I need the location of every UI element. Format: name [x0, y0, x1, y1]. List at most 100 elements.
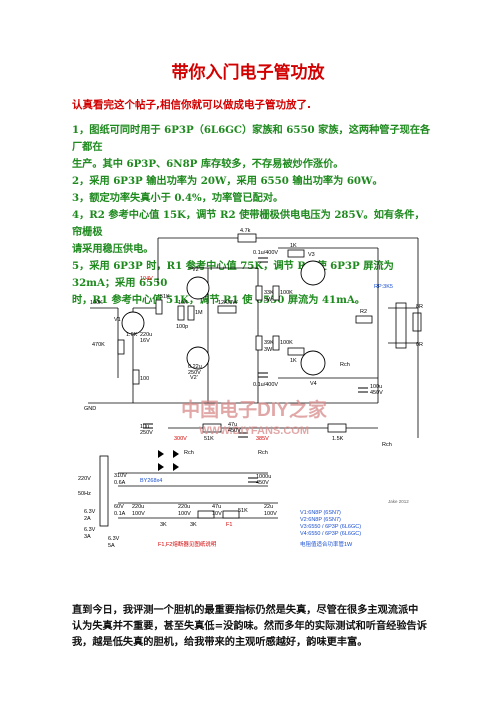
- page-title: 带你入门电子管功放: [171, 63, 325, 83]
- label: 3W: [264, 297, 273, 303]
- resistors: [117, 233, 373, 519]
- label: 3W: [264, 347, 273, 353]
- label: 0.1A: [114, 511, 126, 517]
- label: 1K: [290, 358, 297, 364]
- note-line: 时，R1 参考中心值 51K，调节 R1 使 6550 屏流为 41mA。: [72, 294, 365, 306]
- label: 10V: [212, 511, 222, 517]
- label: 12K/3W: [218, 300, 238, 306]
- label: 16V: [140, 338, 150, 344]
- label: V1: [114, 317, 121, 323]
- label: 0.22u: [188, 364, 202, 370]
- label: 2A: [84, 516, 91, 522]
- label: 1.6K: [126, 332, 138, 338]
- component-labels: 4.7k 104V V1 V2 V2' V3 V4 51K 10K 1M 100…: [78, 228, 423, 549]
- label: 450V: [370, 390, 383, 396]
- label: 50Hz: [78, 491, 91, 497]
- label: 8R: [416, 304, 423, 310]
- output-transformer: [395, 302, 407, 349]
- label: 450V: [256, 480, 269, 486]
- label: V2:6N8P (6SN7): [300, 517, 341, 523]
- label: V1:6N8P (6SN7): [300, 510, 341, 516]
- watermark-url: WWW.DIYFANS.COM: [199, 425, 309, 437]
- label: 100V: [264, 511, 277, 517]
- note-line: 2，采用 6P3P 输出功率为 20W，采用 6550 输出功率为 60W。: [72, 175, 383, 187]
- label: 0.1u/400V: [253, 250, 278, 256]
- label: Rch: [258, 450, 268, 456]
- label: V4: [310, 381, 317, 387]
- label: V2': [190, 375, 198, 381]
- label: 10u: [140, 424, 149, 430]
- label: 220V: [78, 476, 91, 482]
- label: 220u: [132, 504, 144, 510]
- label: GND: [84, 406, 96, 412]
- label: F1: [226, 522, 232, 528]
- label: 电阻值适合功率管1W: [300, 540, 353, 548]
- note-line: 生产。其中 6P3P、6N8P 库存较多，不存易被炒作涨价。: [72, 158, 344, 170]
- label: V3:6550 / 6P3P (6L6GC): [300, 524, 361, 530]
- label: 4.7k: [240, 228, 251, 234]
- label: 100u: [370, 384, 382, 390]
- tubes: [121, 260, 326, 376]
- label: 22u: [264, 504, 273, 510]
- label: F1,F2熔断器见图纸说明: [158, 540, 217, 548]
- label: 47u: [212, 504, 221, 510]
- label: 100K: [90, 300, 103, 306]
- label: 310V: [114, 473, 127, 479]
- label: 100p: [176, 324, 188, 330]
- label: 220u: [140, 332, 152, 338]
- label: 51K: [204, 436, 214, 442]
- label: 47u: [228, 422, 237, 428]
- label: 104V: [140, 276, 153, 282]
- label: 450V: [228, 428, 241, 434]
- label: 10K: [178, 300, 188, 306]
- label: V3: [308, 252, 315, 258]
- label: 39K: [264, 340, 274, 346]
- label: 1000u: [256, 474, 271, 480]
- label: 470K: [92, 342, 105, 348]
- label: Jake 2012: [388, 499, 409, 504]
- label: 100V: [178, 511, 191, 517]
- label: 0.1u/400V: [253, 382, 278, 388]
- label: 0.6A: [114, 480, 126, 486]
- label: 100K: [280, 290, 293, 296]
- notes: 1，图纸可同时用于 6P3P（6L6GC）家族和 6550 家族，这两种管子现在…: [72, 122, 432, 309]
- note-line: 3，额定功率失真小于 0.4%，功率管已配对。: [72, 192, 284, 204]
- capacitors: [143, 257, 368, 483]
- note-line: 4，R2 参考中心值 15K，调节 R2 使带栅极供电电压为 285V。如有条件…: [72, 209, 425, 238]
- label: Rch: [340, 362, 350, 368]
- label: 250V: [188, 370, 201, 376]
- power-transformer: [99, 455, 109, 527]
- footer-line: 我，越是低失真的胆机，给我带来的主观听感越好，韵味更丰富。: [72, 636, 368, 648]
- speaker-icon: [412, 312, 422, 332]
- label: 1K: [290, 243, 297, 249]
- label: RP:3K5: [374, 284, 393, 290]
- label: Rch: [382, 442, 392, 448]
- label: 3K: [160, 522, 167, 528]
- tube-v2b-symbol: [186, 346, 210, 370]
- label: 6.3V: [84, 509, 96, 515]
- label: Rch: [184, 450, 194, 456]
- label: 3A: [84, 534, 91, 540]
- label: 1.5K: [332, 436, 344, 442]
- tube-v4-symbol: [300, 350, 326, 376]
- rectifier-diodes: [158, 450, 179, 471]
- watermark-cn: 中国电子DIY之家: [181, 398, 328, 421]
- label: V4:6550 / 6P3P (6L6GC): [300, 531, 361, 537]
- tube-v1-symbol: [121, 311, 145, 335]
- amplifier-schematic: 中国电子DIY之家 WWW.DIYFANS.COM 4.7k 104V V1 V…: [78, 228, 423, 549]
- label: 51K: [238, 508, 248, 514]
- note-line: 1，图纸可同时用于 6P3P（6L6GC）家族和 6550 家族，这两种管子现在…: [72, 124, 431, 153]
- label: 3K: [190, 522, 197, 528]
- label: 1M: [195, 310, 203, 316]
- label: 220u: [178, 504, 190, 510]
- label: 250V: [140, 430, 153, 436]
- label: 60V: [114, 504, 124, 510]
- footer-line: 认为失真并不重要，甚至失真低=没韵味。然而多年的实际测试和听音经验告诉: [72, 620, 427, 632]
- label: 33K: [264, 290, 274, 296]
- label: 300V: [174, 436, 187, 442]
- label: 100: [140, 376, 149, 382]
- footer-line: 直到今日，我评测一个胆机的最重要指标仍然是失真，尽管在很多主观流派中: [72, 604, 419, 616]
- label: 6.3V: [84, 527, 96, 533]
- label: 100V: [132, 511, 145, 517]
- label: V2: [192, 267, 199, 273]
